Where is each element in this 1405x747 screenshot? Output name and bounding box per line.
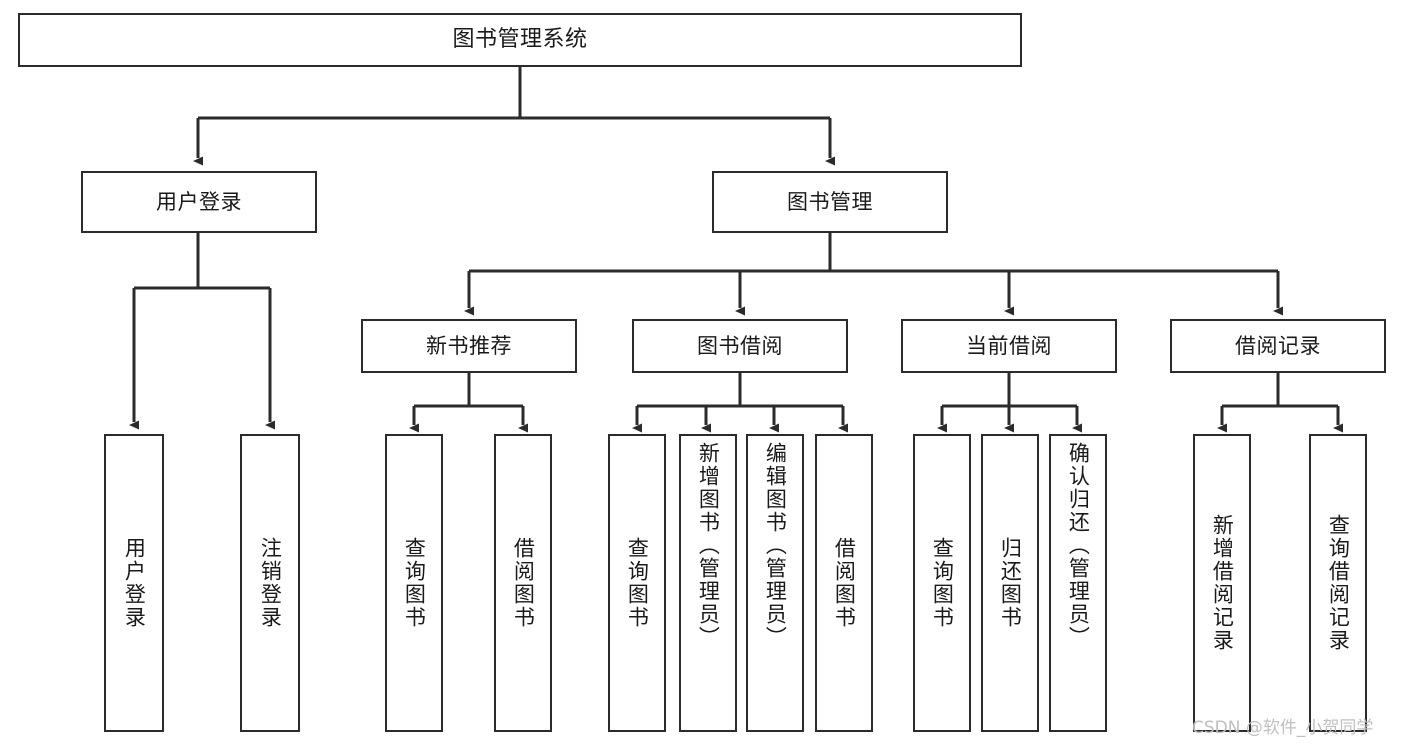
node-label: 注销登录 xyxy=(258,537,283,629)
node-label: 借阅图书 xyxy=(511,537,536,629)
node-label: 查询借阅记录 xyxy=(1326,514,1351,652)
node-label: 图书借阅 xyxy=(697,333,783,358)
node-label: 归还图书 xyxy=(998,537,1023,629)
node-new-book-recommend[interactable]: 新书推荐 xyxy=(361,319,577,373)
node-label: 用户登录 xyxy=(156,189,242,214)
node-book-management[interactable]: 图书管理 xyxy=(712,171,948,233)
leaf-cb-return-book[interactable]: 归还图书 xyxy=(981,434,1039,732)
leaf-user-login[interactable]: 用户登录 xyxy=(104,434,164,732)
node-label: 新书推荐 xyxy=(426,333,512,358)
leaf-br-add-record[interactable]: 新增借阅记录 xyxy=(1193,434,1251,732)
leaf-bb-query-book[interactable]: 查询图书 xyxy=(608,434,666,732)
leaf-logout[interactable]: 注销登录 xyxy=(240,434,300,732)
leaf-br-query-record[interactable]: 查询借阅记录 xyxy=(1309,434,1367,732)
node-label: 查询图书 xyxy=(625,537,650,629)
node-label: 图书管理系统 xyxy=(452,27,588,53)
leaf-cb-confirm-return[interactable]: 确认归还（管理员） xyxy=(1049,434,1107,732)
node-label: 查询图书 xyxy=(930,537,955,629)
node-label: 当前借阅 xyxy=(966,333,1052,358)
node-root-system[interactable]: 图书管理系统 xyxy=(18,13,1022,67)
leaf-nb-query-book[interactable]: 查询图书 xyxy=(385,434,443,732)
node-label: 编辑图书（管理员） xyxy=(763,442,788,649)
node-label: 新增借阅记录 xyxy=(1210,514,1235,652)
node-label: 查询图书 xyxy=(402,537,427,629)
leaf-bb-borrow-book[interactable]: 借阅图书 xyxy=(815,434,873,732)
node-current-borrow[interactable]: 当前借阅 xyxy=(901,319,1117,373)
node-label: 确认归还（管理员） xyxy=(1066,442,1091,649)
node-label: 新增图书（管理员） xyxy=(696,442,721,649)
csdn-watermark: CSDN @软件_小贺同学 xyxy=(1192,718,1374,738)
node-book-borrow[interactable]: 图书借阅 xyxy=(632,319,848,373)
node-label: 借阅记录 xyxy=(1235,333,1321,358)
node-label: 借阅图书 xyxy=(832,537,857,629)
node-user-login[interactable]: 用户登录 xyxy=(81,171,317,233)
leaf-bb-add-book[interactable]: 新增图书（管理员） xyxy=(679,434,737,732)
leaf-bb-edit-book[interactable]: 编辑图书（管理员） xyxy=(746,434,804,732)
node-label: 图书管理 xyxy=(787,189,873,214)
node-label: 用户登录 xyxy=(122,537,147,629)
leaf-nb-borrow-book[interactable]: 借阅图书 xyxy=(494,434,552,732)
leaf-cb-query-book[interactable]: 查询图书 xyxy=(913,434,971,732)
node-borrow-record[interactable]: 借阅记录 xyxy=(1170,319,1386,373)
